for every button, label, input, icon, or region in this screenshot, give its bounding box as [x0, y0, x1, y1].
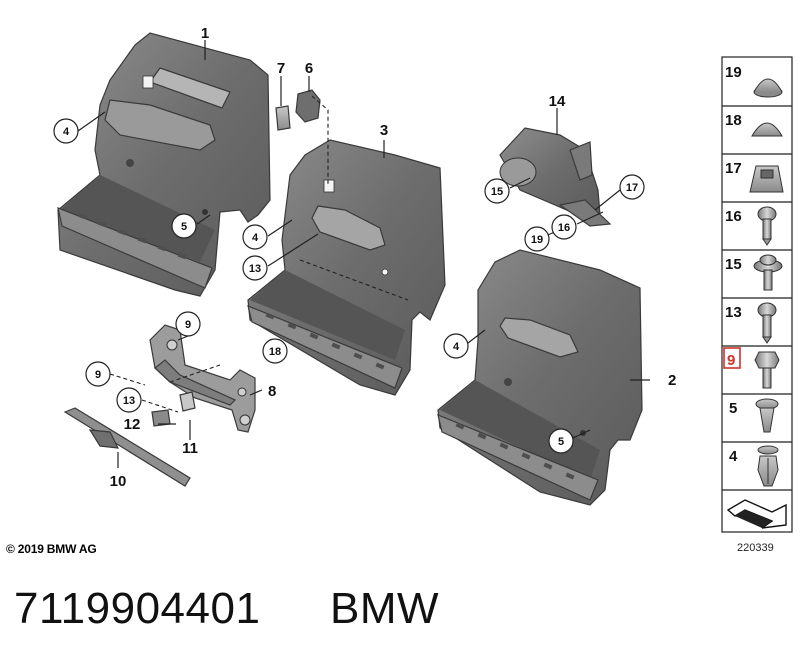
- callout-8: 8: [268, 383, 276, 400]
- callout-6: 6: [305, 60, 313, 77]
- callout-4-c: 4: [443, 333, 469, 359]
- callouts: 1 7 6 3 14 2 8 12 11 10: [110, 25, 677, 490]
- svg-text:9: 9: [185, 319, 191, 331]
- callout-9-a: 9: [175, 311, 201, 337]
- part-cell-16[interactable]: 16: [725, 206, 777, 246]
- bracket-assembly-8: [149, 324, 256, 433]
- callout-13-b: 13: [116, 387, 142, 413]
- svg-text:13: 13: [123, 395, 135, 407]
- svg-text:19: 19: [725, 64, 742, 81]
- svg-text:5: 5: [181, 221, 187, 233]
- part-cell-5[interactable]: 5: [729, 398, 779, 433]
- svg-text:4: 4: [252, 232, 259, 244]
- cap-icon: [751, 122, 783, 137]
- parts-column: 19 18 17 16: [721, 56, 793, 533]
- svg-text:17: 17: [725, 160, 742, 177]
- cover-part-14: [499, 127, 612, 227]
- part-cell-19[interactable]: 19: [725, 64, 783, 98]
- svg-text:16: 16: [725, 208, 742, 225]
- svg-text:9: 9: [95, 369, 101, 381]
- trim-panel-2: [437, 249, 643, 506]
- callout-2: 2: [668, 372, 676, 389]
- svg-text:13: 13: [725, 304, 742, 321]
- part-cell-18[interactable]: 18: [725, 112, 783, 137]
- svg-text:17: 17: [626, 182, 638, 194]
- svg-text:4: 4: [63, 126, 70, 138]
- screw-icon: [757, 206, 777, 246]
- part-cell-4[interactable]: 4: [729, 445, 779, 487]
- callout-12: 12: [124, 416, 141, 433]
- bracket-part-6: [295, 89, 321, 123]
- trim-panel-1: [57, 32, 271, 297]
- svg-text:16: 16: [558, 222, 570, 234]
- screw-icon: [757, 302, 777, 344]
- callout-11: 11: [182, 440, 198, 457]
- callout-1: 1: [201, 25, 209, 42]
- svg-text:5: 5: [558, 436, 564, 448]
- callout-5-b: 5: [548, 428, 574, 454]
- arrow-icon: [726, 499, 787, 529]
- diagram-id: 220339: [737, 542, 774, 554]
- expanding-rivet-icon: [757, 445, 779, 487]
- callout-19: 19: [524, 226, 550, 252]
- brand-name: BMW: [330, 584, 440, 633]
- highlight-box: [723, 347, 741, 369]
- svg-text:13: 13: [249, 263, 261, 275]
- svg-text:15: 15: [725, 256, 742, 273]
- part-cell-13[interactable]: 13: [725, 302, 777, 344]
- cap-icon: [753, 78, 783, 98]
- callout-5-a: 5: [171, 213, 197, 239]
- svg-text:9: 9: [727, 352, 735, 369]
- callout-16: 16: [551, 214, 577, 240]
- svg-text:18: 18: [269, 346, 281, 358]
- callout-13-a: 13: [242, 255, 268, 281]
- copyright-text: © 2019 BMW AG: [6, 542, 97, 556]
- svg-text:4: 4: [729, 448, 738, 465]
- callout-4-a: 4: [53, 118, 79, 144]
- callout-3: 3: [380, 122, 388, 139]
- callout-17: 17: [619, 174, 645, 200]
- svg-text:15: 15: [491, 186, 503, 198]
- svg-text:18: 18: [725, 112, 742, 129]
- callout-14: 14: [549, 93, 566, 110]
- svg-text:19: 19: [531, 234, 543, 246]
- callout-15: 15: [484, 178, 510, 204]
- leader-lines: [77, 40, 650, 468]
- part-cell-17[interactable]: 17: [725, 160, 784, 193]
- part-cell-9[interactable]: 9: [723, 347, 780, 389]
- rail-part-10: [63, 407, 191, 487]
- push-rivet-icon: [755, 398, 779, 433]
- callout-4-b: 4: [242, 224, 268, 250]
- svg-text:4: 4: [453, 341, 460, 353]
- part-cell-15[interactable]: 15: [725, 254, 783, 291]
- clip-nut-icon: [749, 165, 784, 193]
- callout-7: 7: [277, 60, 285, 77]
- svg-text:5: 5: [729, 400, 737, 417]
- callout-9-b: 9: [85, 361, 111, 387]
- trim-panel-3: [247, 139, 446, 396]
- clip-part-7: [275, 105, 291, 131]
- callout-10: 10: [110, 473, 127, 490]
- collar-screw-icon: [753, 254, 783, 291]
- circled-callouts: 4 5 4 13 18 15 17 16 19 4 5 9 9 13: [53, 118, 645, 454]
- part-number: 7119904401: [14, 584, 261, 633]
- hex-bolt-icon: [754, 351, 780, 389]
- callout-18: 18: [262, 338, 288, 364]
